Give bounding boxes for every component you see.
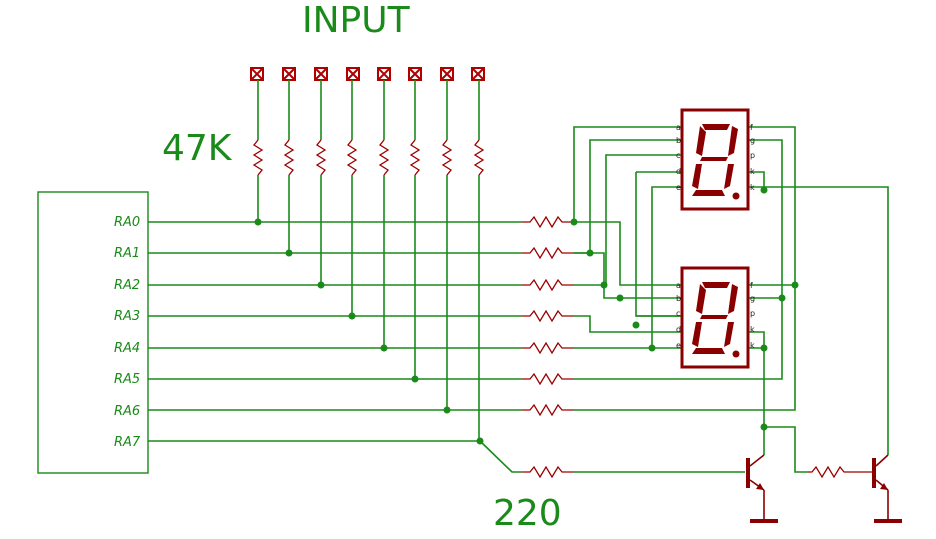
transistor-2 <box>872 454 902 523</box>
disp2-pin-c: c <box>676 309 680 318</box>
disp2-pin-b: b <box>676 294 681 303</box>
pin-label-ra6: RA6 <box>114 404 140 419</box>
disp2-pin-p: p <box>750 309 755 318</box>
pin-label-ra1: RA1 <box>114 246 140 261</box>
pin-label-ra2: RA2 <box>114 278 140 293</box>
disp1-pin-f: f <box>750 123 753 132</box>
disp1-pin-a: a <box>676 123 681 132</box>
pullup-value-label: 47K <box>162 128 233 169</box>
disp1-pin-b: b <box>676 136 681 145</box>
series-resistor-value-label: 220 <box>493 493 562 534</box>
pin-label-ra3: RA3 <box>114 309 140 324</box>
disp1-pin-p: p <box>750 151 755 160</box>
base-resistor-2 <box>808 465 872 479</box>
input-terminal-3 <box>314 67 328 81</box>
input-label: INPUT <box>302 0 411 41</box>
disp2-pin-a: a <box>676 281 681 290</box>
transistor-1 <box>746 454 778 523</box>
input-terminal-7 <box>440 67 454 81</box>
mcu-pin-labels: RA0 RA1 RA2 RA3 RA4 RA5 RA6 RA7 <box>114 215 141 450</box>
mcu-block <box>37 191 149 474</box>
pin-wires <box>148 221 522 473</box>
disp2-pin-d: d <box>676 325 681 334</box>
disp1-pin-e: e <box>676 183 681 192</box>
disp2-pin-k1: k <box>750 325 755 334</box>
input-terminals <box>250 67 485 81</box>
disp1-pin-k1: k <box>750 167 755 176</box>
seven-segment-display-1: a b c d e f g p k k <box>676 108 755 211</box>
disp2-pin-k2: k <box>750 341 755 350</box>
pin-label-ra5: RA5 <box>114 372 140 387</box>
input-terminal-2 <box>282 67 296 81</box>
input-terminal-1 <box>250 67 264 81</box>
disp1-pin-c: c <box>676 151 680 160</box>
segment-bus <box>573 126 889 473</box>
disp2-pin-f: f <box>750 281 753 290</box>
disp1-pin-g: g <box>750 136 755 145</box>
input-terminal-5 <box>377 67 391 81</box>
disp2-pin-g: g <box>750 294 755 303</box>
pin-label-ra0: RA0 <box>114 215 140 230</box>
disp1-pin-d: d <box>676 167 681 176</box>
input-terminal-4 <box>346 67 360 81</box>
series-resistors <box>522 215 574 479</box>
input-terminal-6 <box>408 67 422 81</box>
disp2-pin-e: e <box>676 341 681 350</box>
pin-label-ra7: RA7 <box>114 435 141 450</box>
junction-dots <box>254 186 799 445</box>
seven-segment-display-2: a b c d e f g p k k <box>676 266 755 369</box>
disp1-pin-k2: k <box>750 183 755 192</box>
input-lines <box>252 80 485 441</box>
input-terminal-8 <box>471 67 485 81</box>
pin-label-ra4: RA4 <box>114 341 140 356</box>
